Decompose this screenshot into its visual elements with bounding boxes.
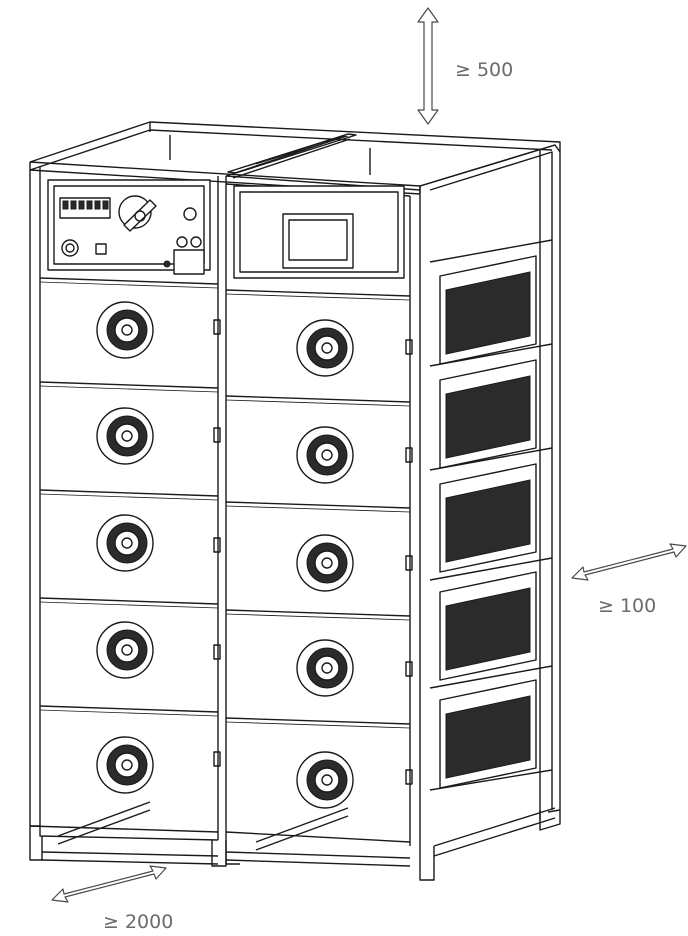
side-vents <box>439 255 537 789</box>
fan-icon <box>296 639 354 697</box>
front-clearance-arrow <box>51 865 167 903</box>
display-screen-icon <box>282 213 354 269</box>
vent-panel <box>439 571 537 681</box>
control-panel <box>59 195 205 275</box>
middle-module-column <box>225 175 421 846</box>
fan-icon <box>96 621 154 679</box>
fan-icon <box>296 534 354 592</box>
rotary-switch-icon <box>118 195 157 232</box>
fan-icon <box>296 319 354 377</box>
side-frame <box>419 144 561 881</box>
fan-icon <box>96 736 154 794</box>
fan-icon <box>296 426 354 484</box>
vent-panel <box>439 359 537 469</box>
fan-icon <box>96 514 154 572</box>
fan-icon <box>96 301 154 359</box>
battery-modules-left <box>39 277 219 717</box>
side-clearance-label: ≥ 100 <box>598 595 656 617</box>
cabinet-base <box>29 801 411 867</box>
top-clearance-arrow <box>417 7 439 125</box>
vent-panel <box>439 463 537 573</box>
vent-panel <box>439 679 537 789</box>
top-clearance-label: ≥ 500 <box>455 59 513 81</box>
battery-modules-middle <box>225 289 411 729</box>
module-handles <box>213 319 413 785</box>
front-clearance-label: ≥ 2000 <box>103 911 173 933</box>
connector-icon <box>61 207 202 268</box>
fan-icon <box>296 751 354 809</box>
fan-icon <box>96 407 154 465</box>
vent-panel <box>439 255 537 365</box>
fan-icons <box>96 301 354 809</box>
side-clearance-arrow <box>571 543 687 581</box>
